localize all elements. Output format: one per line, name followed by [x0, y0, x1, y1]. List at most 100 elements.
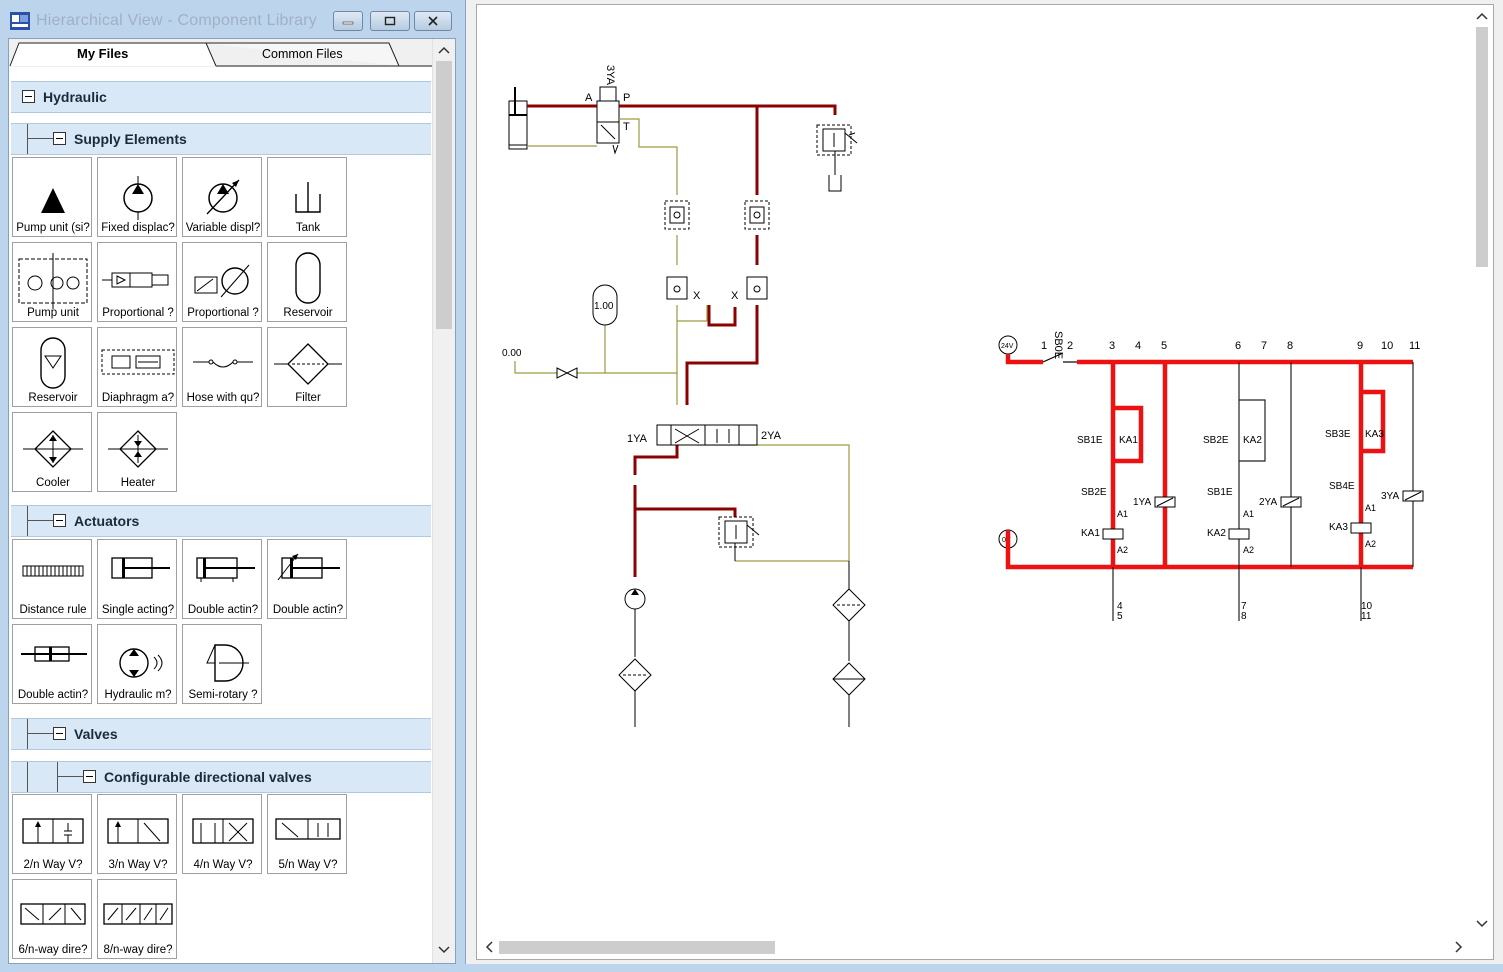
- close-button[interactable]: [414, 11, 452, 31]
- tile-proportional-1[interactable]: Proportional ?: [97, 242, 177, 322]
- tile-hose-quick-coupling[interactable]: Hose with qu?: [182, 327, 262, 407]
- category-label: Actuators: [74, 513, 140, 529]
- maximize-button[interactable]: [370, 11, 410, 31]
- solenoid-coil-2ya[interactable]: [1280, 496, 1302, 508]
- tile-6n-way-valve[interactable]: 6/n-way dire?: [12, 879, 92, 959]
- flow-value: 0.00: [502, 348, 522, 359]
- tile-double-acting-cylinder-1[interactable]: Double actin?: [182, 539, 262, 619]
- minimize-button[interactable]: [333, 11, 363, 31]
- tile-hydraulic-motor[interactable]: Hydraulic m?: [97, 624, 177, 704]
- festo-logo-icon: [10, 12, 30, 30]
- scroll-down-icon[interactable]: [433, 939, 455, 959]
- switch-label: SB1E: [1207, 487, 1233, 498]
- library-scrollbar[interactable]: [432, 39, 455, 963]
- hose-icon: [193, 359, 253, 368]
- tile-label: Heater: [120, 477, 156, 489]
- solenoid-coil-1ya[interactable]: [1154, 496, 1176, 508]
- tile-fixed-displacement-pump[interactable]: Fixed displac?: [97, 157, 177, 237]
- category-actuators[interactable]: Actuators: [11, 505, 431, 537]
- tab-common-files[interactable]: Common Files: [262, 47, 343, 61]
- tree-line: [27, 520, 53, 521]
- scroll-right-icon[interactable]: [1449, 935, 1469, 959]
- tile-label: Cooler: [36, 477, 70, 489]
- category-configurable-directional-valves[interactable]: Configurable directional valves: [11, 761, 431, 793]
- tile-label: Distance rule: [19, 604, 87, 616]
- tile-semi-rotary-actuator[interactable]: Semi-rotary ?: [182, 624, 262, 704]
- scroll-up-icon[interactable]: [433, 41, 455, 61]
- tile-tank[interactable]: Tank: [267, 157, 347, 237]
- relay-coil-ka3[interactable]: [1350, 522, 1372, 534]
- relief-valve-2[interactable]: [718, 516, 760, 561]
- tile-label: Single acting?: [101, 604, 175, 616]
- tile-pump-unit-simplified[interactable]: Pump unit (si?: [12, 157, 92, 237]
- scroll-left-icon[interactable]: [479, 935, 499, 959]
- collapse-icon[interactable]: [53, 514, 66, 527]
- cylinder[interactable]: [508, 87, 528, 150]
- tile-5n-way-valve[interactable]: 5/n Way V?: [267, 794, 347, 874]
- collapse-icon[interactable]: [22, 90, 35, 103]
- circuit-canvas[interactable]: 3YA A P T: [476, 4, 1494, 960]
- hydraulic-pump[interactable]: [618, 588, 652, 727]
- title-bar[interactable]: Hierarchical View - Component Library: [0, 0, 466, 38]
- tile-8n-way-valve[interactable]: 8/n-way dire?: [97, 879, 177, 959]
- throttle-valve[interactable]: [556, 367, 578, 379]
- valve-3ya[interactable]: [596, 86, 620, 155]
- tile-double-acting-cylinder-2[interactable]: Double actin?: [267, 539, 347, 619]
- rung-number: 3: [1109, 340, 1115, 352]
- tile-reservoir-2[interactable]: Reservoir: [12, 327, 92, 407]
- solenoid-coil-3ya[interactable]: [1402, 490, 1424, 502]
- tank-icon: [295, 182, 321, 213]
- rung-number: 7: [1261, 340, 1267, 352]
- port-label: X: [693, 290, 701, 302]
- tile-label: Proportional ?: [187, 307, 259, 319]
- relay-label: KA2: [1243, 435, 1262, 446]
- relief-valve-1[interactable]: [816, 124, 858, 192]
- accumulator[interactable]: [592, 284, 618, 326]
- tile-single-acting-cylinder[interactable]: Single acting?: [97, 539, 177, 619]
- canvas-vertical-thumb[interactable]: [1476, 27, 1488, 267]
- canvas-vertical-scrollbar[interactable]: [1471, 5, 1493, 935]
- tile-reservoir-1[interactable]: Reservoir: [267, 242, 347, 322]
- category-hydraulic[interactable]: Hydraulic: [11, 81, 431, 113]
- relay-coil-ka1[interactable]: [1102, 528, 1124, 540]
- check-valve-right[interactable]: [744, 200, 770, 230]
- check-valve-left[interactable]: [664, 200, 690, 230]
- scroll-up-icon[interactable]: [1471, 7, 1493, 27]
- tile-double-acting-cylinder-3[interactable]: Double actin?: [12, 624, 92, 704]
- collapse-icon[interactable]: [53, 132, 66, 145]
- tile-diaphragm[interactable]: Diaphragm a?: [97, 327, 177, 407]
- tile-3n-way-valve[interactable]: 3/n Way V?: [97, 794, 177, 874]
- 6-way-valve-icon: [20, 903, 86, 925]
- tab-my-files[interactable]: My Files: [77, 46, 129, 61]
- tile-label: Fixed displac?: [101, 222, 175, 234]
- circuit-diagram[interactable]: 3YA A P T: [477, 5, 1471, 935]
- port-label: T: [623, 121, 630, 133]
- canvas-horizontal-scrollbar[interactable]: [477, 935, 1471, 959]
- pilot-check-right[interactable]: [746, 276, 768, 300]
- accumulator-value: 1.00: [594, 301, 614, 312]
- tile-proportional-2[interactable]: Proportional ?: [182, 242, 262, 322]
- double-acting-cylinder-icon: [196, 557, 255, 582]
- tile-distance-rule[interactable]: Distance rule: [12, 539, 92, 619]
- tile-2n-way-valve[interactable]: 2/n Way V?: [12, 794, 92, 874]
- return-filter[interactable]: [832, 561, 866, 727]
- tile-variable-displacement-pump[interactable]: Variable displ?: [182, 157, 262, 237]
- pilot-check-left[interactable]: [666, 276, 688, 300]
- category-supply-elements[interactable]: Supply Elements: [11, 123, 431, 155]
- tile-heater[interactable]: Heater: [97, 412, 177, 492]
- tile-pump-unit[interactable]: Pump unit: [12, 242, 92, 322]
- coil-label: 2YA: [1259, 497, 1277, 508]
- relay-coil-ka2[interactable]: [1228, 528, 1250, 540]
- tile-cooler[interactable]: Cooler: [12, 412, 92, 492]
- switch-sb0e[interactable]: [1042, 352, 1077, 363]
- collapse-icon[interactable]: [53, 727, 66, 740]
- tile-filter[interactable]: Filter: [267, 327, 347, 407]
- category-valves[interactable]: Valves: [11, 718, 431, 750]
- canvas-horizontal-thumb[interactable]: [499, 941, 775, 954]
- valve-4-3[interactable]: [656, 424, 758, 446]
- library-scroll-thumb[interactable]: [436, 61, 452, 329]
- terminal-label: A1: [1365, 503, 1376, 513]
- scroll-down-icon[interactable]: [1471, 913, 1493, 933]
- collapse-icon[interactable]: [83, 770, 96, 783]
- tile-4n-way-valve[interactable]: 4/n Way V?: [182, 794, 262, 874]
